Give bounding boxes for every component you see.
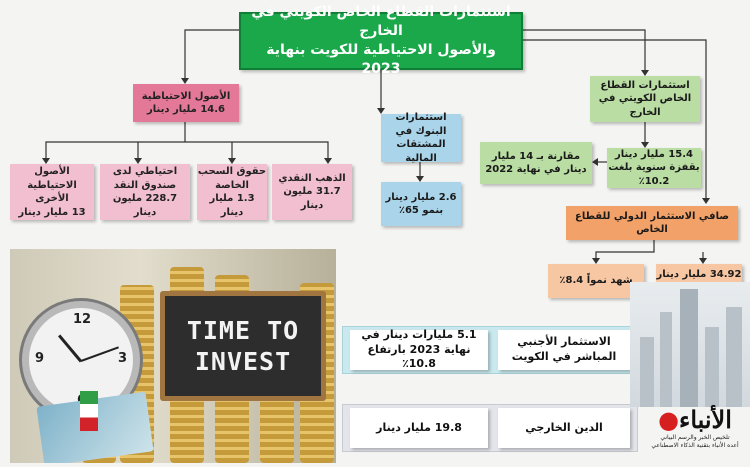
gold-label: الذهب النقدي [278, 172, 346, 184]
clock-12: 12 [73, 312, 92, 327]
other-value: 13 مليار دينار [18, 206, 86, 218]
sdr-value: 1.3 مليار دينار [209, 193, 255, 218]
other-label: الأصول الاحتياطية الأخرى [27, 166, 77, 204]
logo-tag2: أعده الأنباء بتقنية الذكاء الاصطناعي [651, 441, 739, 449]
logo-text: الأنباء [679, 405, 732, 434]
building [660, 312, 672, 407]
imf-value: 228.7 مليون دينار [112, 193, 178, 218]
debt-value: 19.8 مليار دينار [376, 420, 462, 434]
main-title-line2: والأصول الاحتياطية للكويت بنهاية 2023 [266, 42, 496, 77]
main-title: استثمارات القطاع الخاص الكويتي في الخارج… [239, 4, 523, 77]
logo-tag1: تلخيص الخبر والرسم البياني [660, 434, 730, 441]
fdi-label: الاستثمار الأجنبي المباشر في الكويت [511, 335, 617, 363]
building [680, 289, 698, 407]
reserves-child-other: الأصول الاحتياطية الأخرى 13 مليار دينار [10, 164, 94, 220]
banks-label: استثمارات البنوك في المشتقات المالية [395, 112, 447, 164]
clock-9: 9 [35, 351, 45, 366]
connector-reserves-children [45, 122, 329, 158]
clock-3: 3 [117, 351, 127, 366]
building [705, 327, 719, 407]
clock-hour-hand [57, 334, 83, 363]
private-label: استثمارات القطاع الخاص الكويتي في الخارج [598, 79, 692, 118]
banks-value-node: 2.6 مليار دينار بنمو 65٪ [381, 182, 461, 226]
debt-label: الدين الخارجي [525, 420, 603, 434]
reserves-value: 14.6 مليار دينار [147, 104, 225, 115]
sdr-label: حقوق السحب الخاصة [197, 166, 267, 191]
banks-value: 2.6 مليار دينار بنمو 65٪ [385, 191, 457, 217]
debt-value-box: 19.8 مليار دينار [350, 408, 488, 448]
net-intl-node: صافي الاستثمار الدولي للقطاع الخاص [566, 206, 738, 240]
fdi-value: 5.1 مليارات دينار في نهاية 2023 بارتفاع … [361, 327, 477, 371]
connector-title-netintl [523, 39, 707, 198]
private-value-node: 15.4 مليار دينار بقفزة سنوية بلغت 10.2٪ [607, 148, 701, 188]
kuwait-flag-icon [80, 391, 98, 431]
net-intl-growth-node: شهد نمواً 8.4٪ [548, 264, 644, 298]
private-compare: مقارنة بـ 14 مليار دينار في نهاية 2022 [485, 150, 587, 176]
alanba-logo: الأنباء● تلخيص الخبر والرسم البياني أعده… [646, 405, 744, 463]
board-line2: INVEST [194, 347, 292, 376]
connector-netintl-children [595, 240, 704, 258]
board-line1: TIME TO [186, 315, 300, 345]
connector-title-reserves [184, 29, 239, 78]
private-compare-node: مقارنة بـ 14 مليار دينار في نهاية 2022 [480, 142, 592, 184]
city-skyline [630, 282, 750, 407]
gold-value: 31.7 مليون دينار [283, 186, 341, 211]
logo-mark: الأنباء● [658, 405, 732, 434]
banks-node: استثمارات البنوك في المشتقات المالية [381, 112, 461, 164]
debt-label-box: الدين الخارجي [498, 408, 630, 448]
net-intl-growth: شهد نمواً 8.4٪ [559, 275, 633, 287]
private-value: 15.4 مليار دينار بقفزة سنوية بلغت 10.2٪ [608, 148, 700, 187]
reserves-label: الأصول الاحتياطية [141, 90, 231, 102]
net-intl-label: صافي الاستثمار الدولي للقطاع الخاص [574, 210, 730, 236]
imf-label: احتياطي لدى صندوق النقد [112, 166, 178, 191]
time-to-invest-photo: TIME TO INVEST 12 3 6 9 [10, 249, 336, 463]
reserves-node: الأصول الاحتياطية 14.6 مليار دينار [133, 84, 239, 122]
building [726, 307, 742, 407]
building [640, 337, 654, 407]
fdi-value-box: 5.1 مليارات دينار في نهاية 2023 بارتفاع … [350, 327, 488, 371]
reserves-child-gold: الذهب النقدي 31.7 مليون دينار [272, 164, 352, 220]
chalkboard: TIME TO INVEST [160, 291, 326, 401]
fdi-label-box: الاستثمار الأجنبي المباشر في الكويت [498, 330, 630, 370]
clock-minute-hand [80, 346, 119, 362]
connector-title-private [523, 29, 646, 70]
main-title-line1: استثمارات القطاع الخاص الكويتي في الخارج [251, 4, 511, 40]
private-node: استثمارات القطاع الخاص الكويتي في الخارج [590, 76, 700, 122]
